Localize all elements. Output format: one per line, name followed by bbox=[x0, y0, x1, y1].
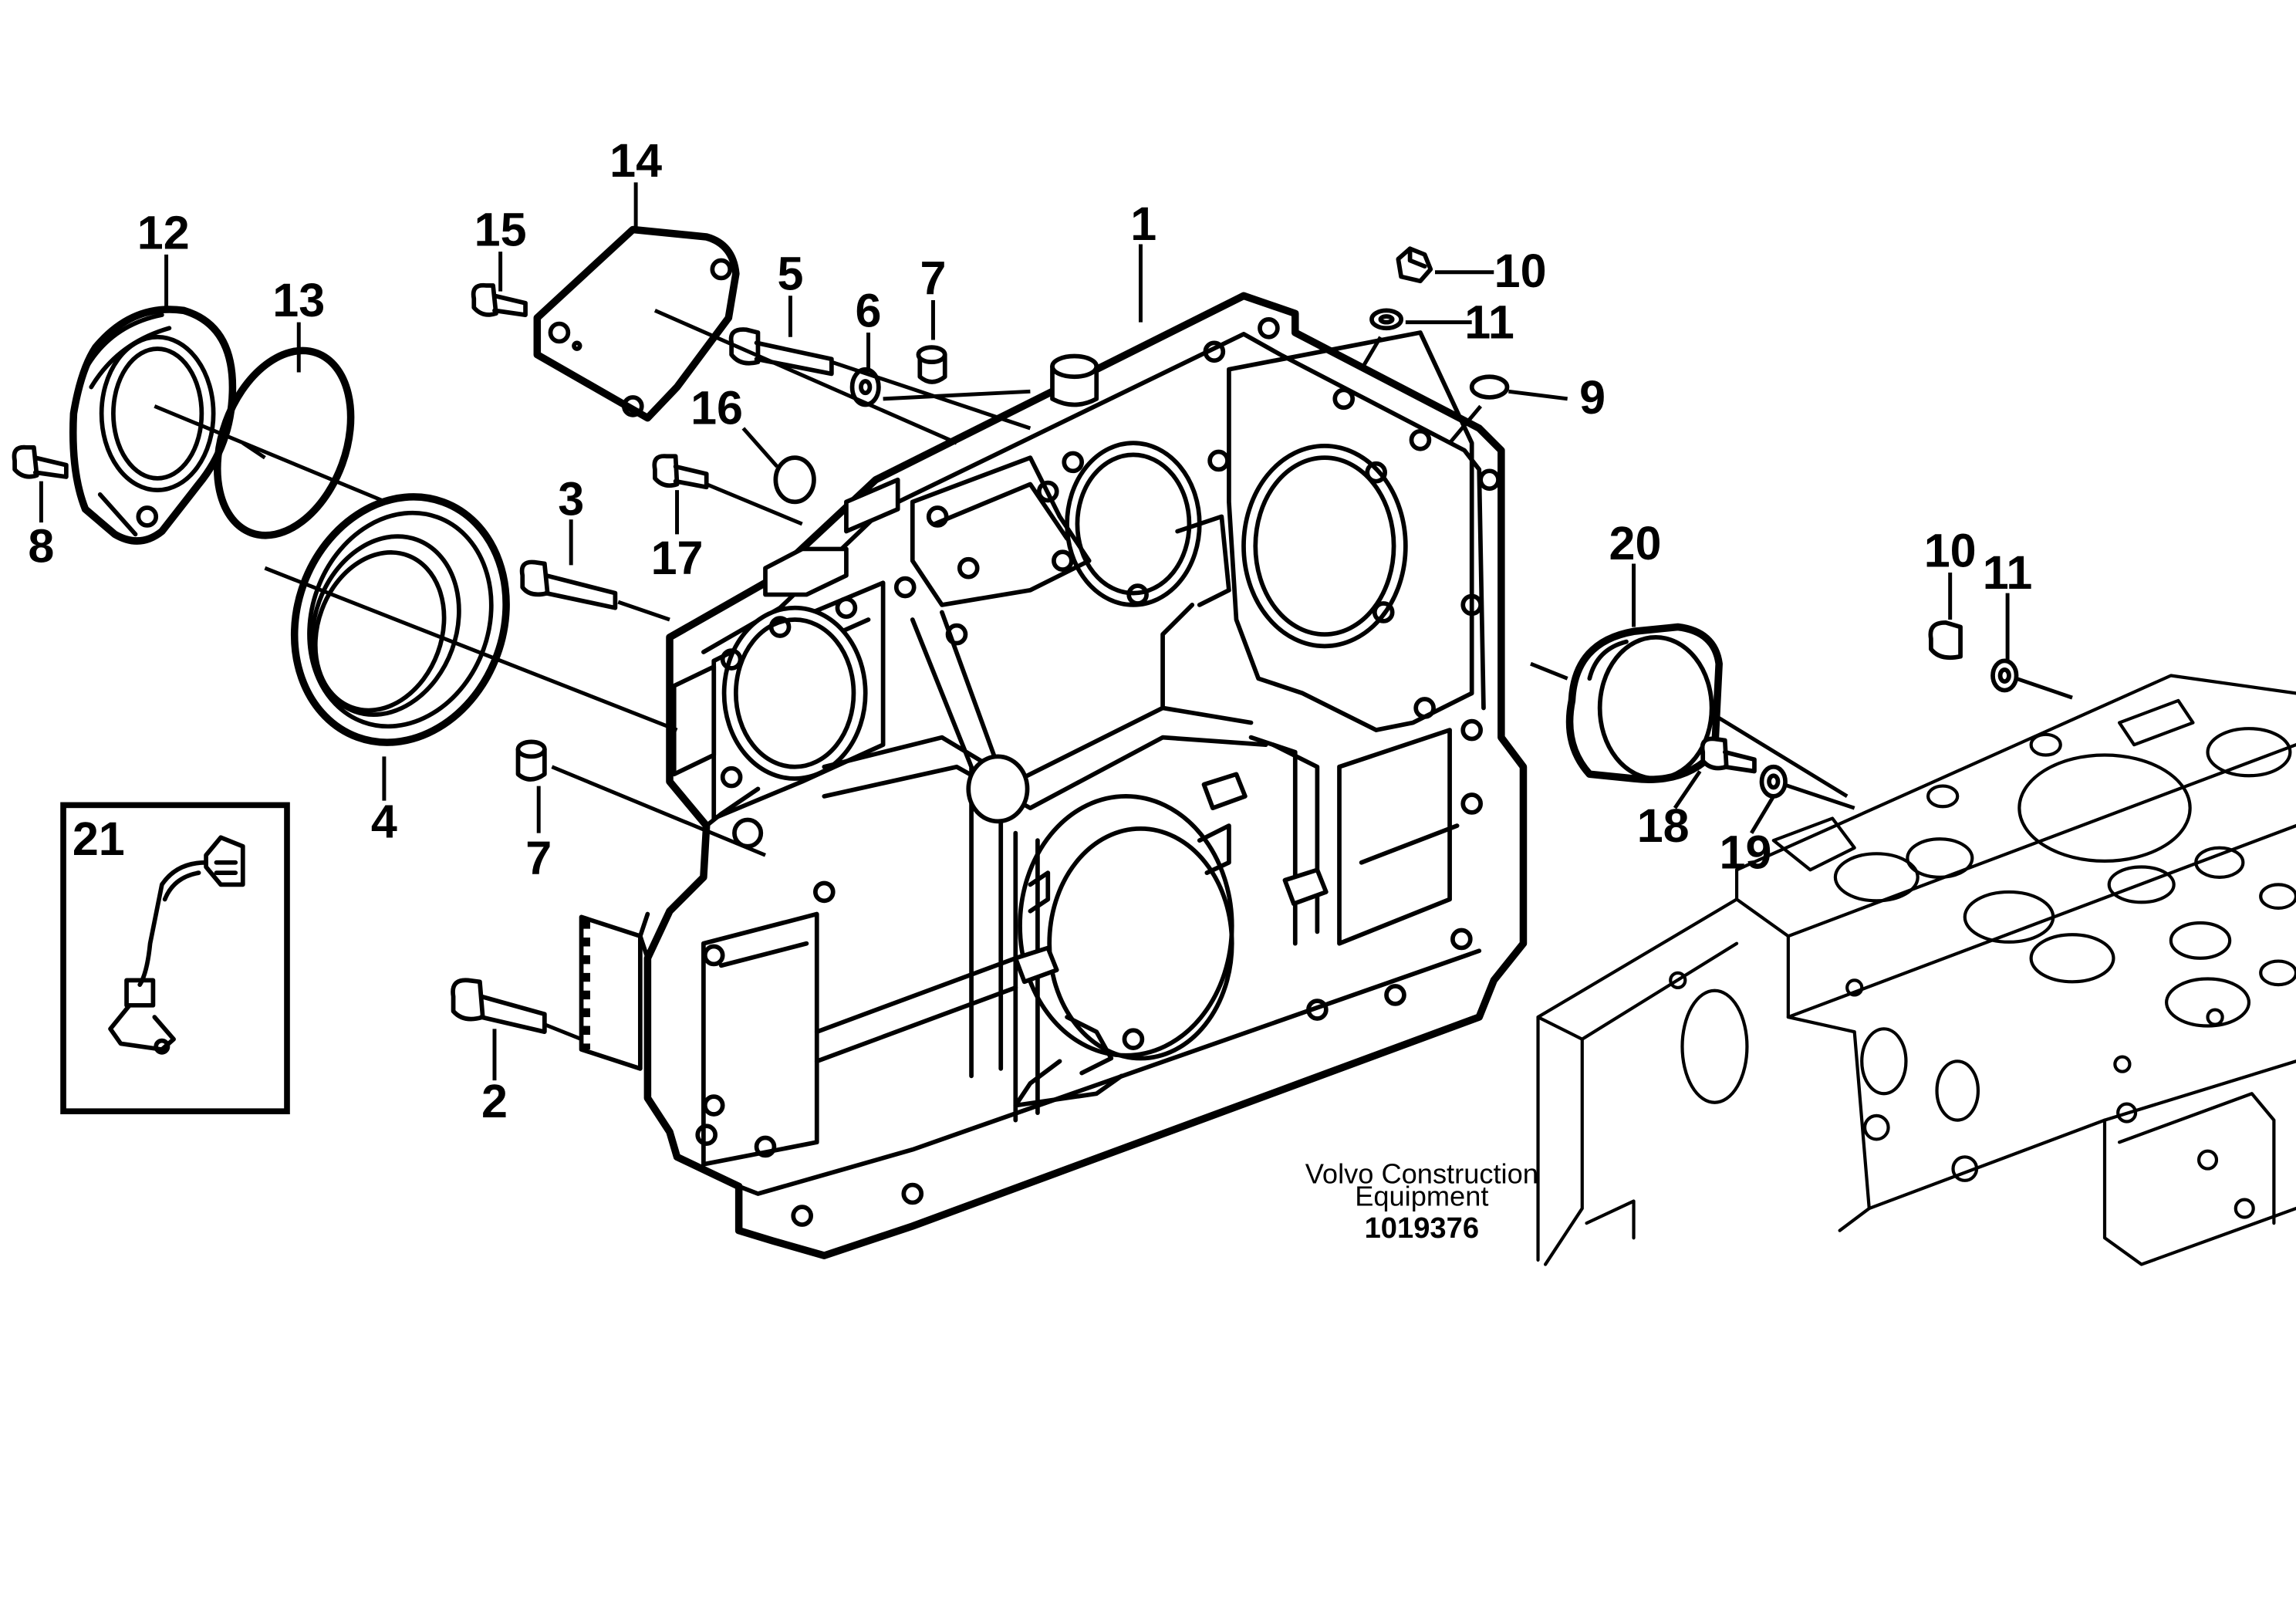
callout-12: 12 bbox=[137, 206, 190, 259]
plug-part-16 bbox=[773, 455, 816, 505]
callout-15: 15 bbox=[474, 203, 527, 255]
washer-part-11-top bbox=[1369, 308, 1403, 331]
timing-gear-housing bbox=[579, 292, 1528, 1259]
leader-lines bbox=[39, 182, 2073, 1081]
callout-10-top: 10 bbox=[1494, 245, 1547, 297]
callout-14: 14 bbox=[609, 134, 662, 187]
brand-line-2: Equipment bbox=[1355, 1180, 1488, 1211]
o-ring-part-13 bbox=[214, 346, 355, 539]
callout-18: 18 bbox=[1637, 799, 1690, 852]
bolt-part-15 bbox=[471, 282, 528, 317]
callout-20: 20 bbox=[1609, 517, 1662, 569]
bolt-part-10-top bbox=[1396, 246, 1433, 284]
callout-10-right: 10 bbox=[1924, 524, 1977, 576]
bolt-part-3 bbox=[519, 559, 618, 610]
callout-11-top: 11 bbox=[1464, 296, 1514, 349]
callout-8: 8 bbox=[28, 520, 54, 573]
bolt-part-2 bbox=[451, 978, 547, 1035]
washer-part-19 bbox=[1759, 764, 1788, 799]
housing-bolt-holes bbox=[695, 316, 1501, 1227]
bolt-part-17 bbox=[652, 454, 709, 490]
callout-11-right: 11 bbox=[1983, 546, 2033, 599]
callout-13: 13 bbox=[272, 274, 325, 326]
callout-19: 19 bbox=[1720, 826, 1772, 878]
callout-16: 16 bbox=[690, 381, 743, 434]
brand-line-1: Volvo Construction bbox=[1305, 1158, 1538, 1190]
callout-5: 5 bbox=[777, 248, 803, 300]
callout-labels: 1 2 3 4 5 6 7 7 8 9 10 10 11 11 12 13 14… bbox=[28, 134, 2032, 1127]
brand-block: Volvo Construction Equipment 1019376 bbox=[1305, 1158, 1538, 1245]
callout-6: 6 bbox=[856, 284, 882, 336]
housing-studs bbox=[1013, 772, 1329, 985]
callout-7-top: 7 bbox=[920, 252, 947, 304]
cover-plate-part-14 bbox=[533, 225, 740, 422]
bolt-part-18 bbox=[1700, 736, 1757, 774]
plug-part-9 bbox=[1469, 374, 1510, 400]
callout-9: 9 bbox=[1579, 371, 1606, 424]
callout-21: 21 bbox=[73, 813, 125, 865]
dowel-part-7-top bbox=[916, 345, 947, 384]
bolt-part-10-right bbox=[1928, 620, 1963, 661]
front-cover-part-12 bbox=[69, 306, 237, 545]
dowel-part-7-bottom bbox=[515, 739, 547, 782]
washer-part-11-right bbox=[1990, 658, 2019, 693]
callout-4: 4 bbox=[371, 795, 397, 847]
bolt-part-8 bbox=[12, 444, 69, 479]
callout-1: 1 bbox=[1130, 198, 1156, 250]
cup-plug-part-20 bbox=[1565, 623, 1723, 783]
sensor-inset-part-21 bbox=[60, 802, 290, 1114]
engine-block bbox=[1536, 674, 2296, 1266]
drawing-number: 1019376 bbox=[1365, 1211, 1479, 1245]
callout-7-bottom: 7 bbox=[525, 832, 552, 884]
callout-3: 3 bbox=[558, 473, 584, 525]
callout-2: 2 bbox=[481, 1075, 508, 1127]
callout-17: 17 bbox=[651, 532, 704, 584]
